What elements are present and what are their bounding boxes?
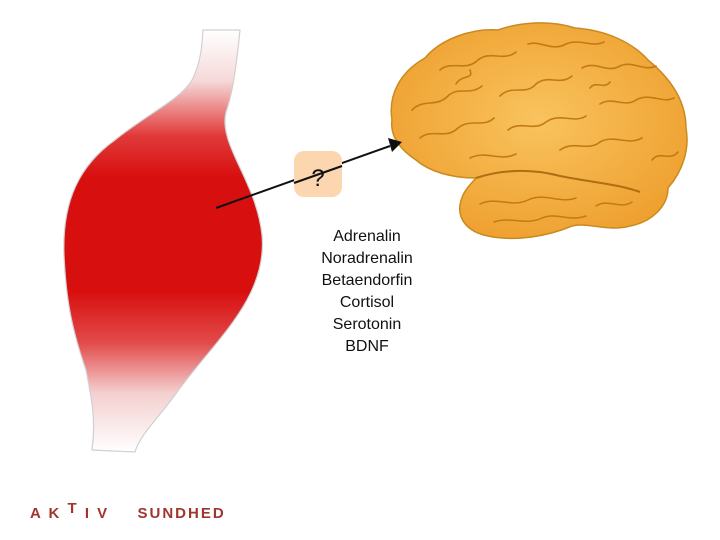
substance-item: Cortisol — [292, 292, 442, 314]
logo-letter: I — [85, 505, 91, 522]
question-bubble: ? — [294, 151, 342, 197]
substance-item: Betaendorfin — [292, 270, 442, 292]
substance-list: Adrenalin Noradrenalin Betaendorfin Cort… — [292, 226, 442, 358]
question-mark: ? — [311, 165, 324, 192]
logo-letter: T — [67, 500, 78, 517]
logo-word: SUNDHED — [138, 505, 226, 522]
substance-item: Noradrenalin — [292, 248, 442, 270]
logo-letter: V — [97, 505, 109, 522]
logo-letter: A — [30, 505, 42, 522]
substance-item: Adrenalin — [292, 226, 442, 248]
substance-item: Serotonin — [292, 314, 442, 336]
muscle-illustration — [64, 30, 263, 452]
brain-illustration — [391, 23, 687, 238]
aktiv-sundhed-logo: A K T I V SUNDHED — [30, 505, 226, 522]
substance-item: BDNF — [292, 336, 442, 358]
logo-letter: K — [48, 505, 61, 522]
